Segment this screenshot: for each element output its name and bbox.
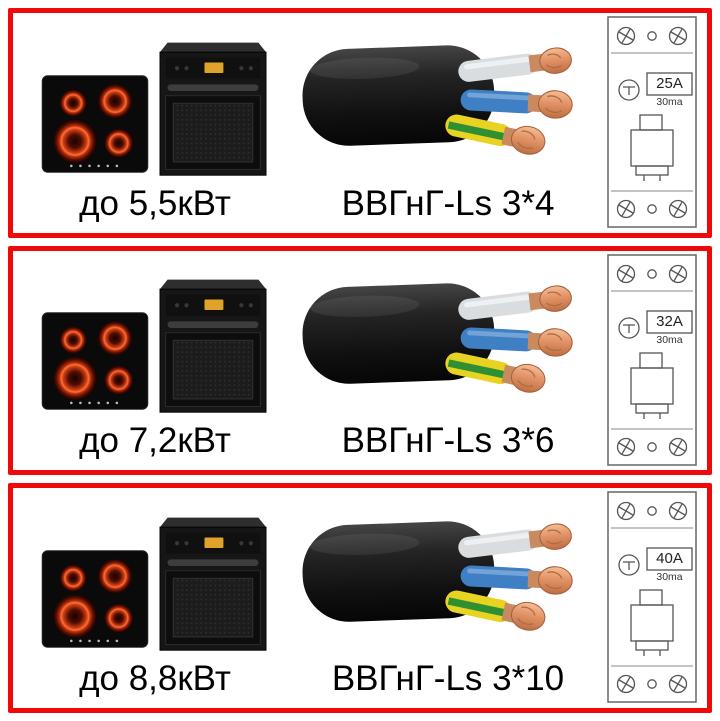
- breaker-amps-label: 32A: [656, 312, 683, 330]
- cable-group: ВВГнГ-Ls 3*6: [289, 254, 607, 467]
- breaker-diagram: 32A 30ma: [607, 254, 699, 467]
- cooktop-icon: [40, 310, 150, 412]
- appliances-group: до 7,2кВт: [21, 254, 289, 467]
- breaker-amps-label: 40A: [656, 550, 683, 568]
- cable-icon: [298, 256, 598, 414]
- power-label: до 5,5кВт: [79, 183, 231, 223]
- cable-label: ВВГнГ-Ls 3*6: [341, 421, 555, 461]
- oven-icon: [156, 37, 270, 179]
- breaker-leakage-label: 30ma: [656, 333, 683, 346]
- breaker-leakage-label: 30ma: [656, 96, 683, 108]
- row-power-5-5: до 5,5кВт ВВГнГ-Ls 3*4 25A 30ma: [8, 8, 712, 238]
- oven-icon: [156, 512, 270, 654]
- appliance-images: [21, 254, 289, 417]
- appliances-group: до 8,8кВт: [21, 491, 289, 704]
- breaker-diagram: 40A 30ma: [607, 491, 699, 704]
- row-power-8-8: до 8,8кВт ВВГнГ-Ls 3*10 40A 30ma: [8, 483, 712, 714]
- cable-label: ВВГнГ-Ls 3*4: [341, 183, 555, 223]
- breaker-icon: [607, 254, 697, 466]
- cable-group: ВВГнГ-Ls 3*4: [289, 16, 607, 229]
- power-label: до 7,2кВт: [79, 421, 231, 461]
- appliance-images: [21, 16, 289, 179]
- cable-group: ВВГнГ-Ls 3*10: [289, 491, 607, 704]
- cable-image-wrap: [289, 254, 607, 417]
- cable-label: ВВГнГ-Ls 3*10: [331, 659, 565, 699]
- cable-image-wrap: [289, 491, 607, 654]
- oven-icon: [156, 274, 270, 416]
- breaker-icon: [607, 491, 697, 703]
- power-label: до 8,8кВт: [79, 659, 231, 699]
- breaker-icon: [607, 16, 697, 228]
- cooktop-icon: [40, 73, 150, 175]
- cable-image-wrap: [289, 16, 607, 179]
- breaker-diagram: 25A 30ma: [607, 16, 699, 229]
- cable-icon: [298, 18, 598, 176]
- breaker-leakage-label: 30ma: [656, 571, 683, 584]
- appliance-images: [21, 491, 289, 654]
- cable-icon: [298, 494, 598, 652]
- cooktop-icon: [40, 548, 150, 650]
- appliances-group: до 5,5кВт: [21, 16, 289, 229]
- breaker-amps-label: 25A: [656, 75, 683, 92]
- row-power-7-2: до 7,2кВт ВВГнГ-Ls 3*6 32A 30ma: [8, 245, 712, 476]
